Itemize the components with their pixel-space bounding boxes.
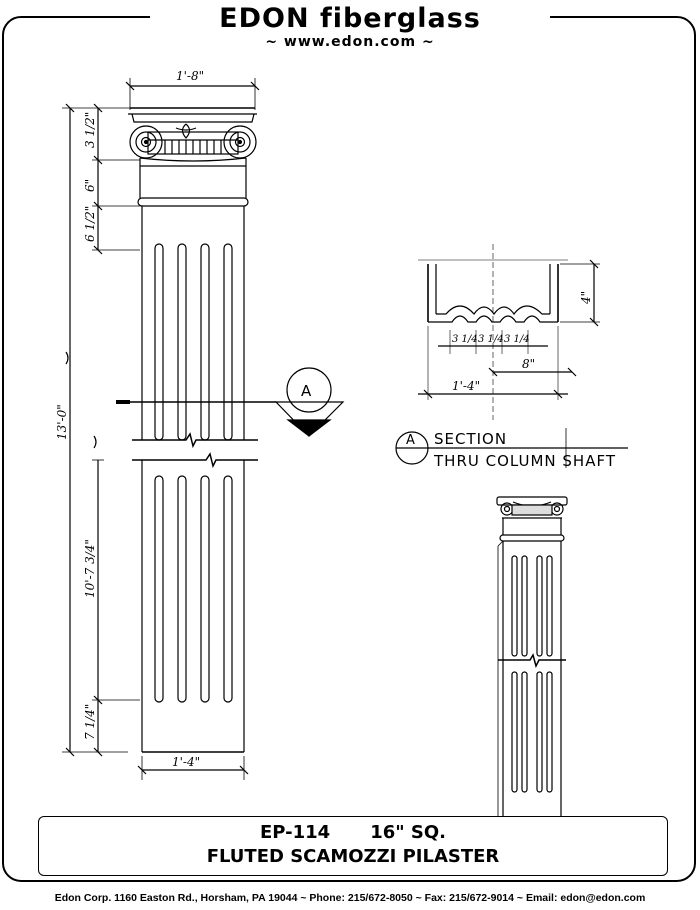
- capital-width-label: 1'-8": [176, 69, 204, 83]
- section-title-letter: A: [406, 433, 416, 448]
- shaft-lower: [141, 460, 245, 753]
- product-size: 16" SQ.: [370, 822, 446, 843]
- product-model-line: EP-114 16" SQ.: [39, 821, 667, 845]
- base-width-label: 1'-4": [172, 755, 200, 769]
- section-depth-label: 4": [579, 291, 593, 305]
- product-title-box: EP-114 16" SQ. FLUTED SCAMOZZI PILASTER: [38, 816, 668, 876]
- pilaster-thumbnail: [496, 496, 568, 818]
- base-segment-label: 7 1/4": [83, 704, 97, 740]
- product-model: EP-114: [259, 822, 331, 843]
- section-width-label: 1'-4": [452, 379, 480, 393]
- segment-3-label: 6 1/2": [83, 206, 97, 242]
- product-name: FLUTED SCAMOZZI PILASTER: [206, 846, 500, 867]
- section-title-symbol: [395, 428, 628, 468]
- shaft-height-label: 10'-7 3/4": [83, 539, 97, 598]
- section-title-line1: SECTION: [434, 430, 507, 448]
- flute-dim-1: 3 1/4: [452, 334, 478, 345]
- section-marker: [274, 367, 345, 437]
- section-title-line2: THRU COLUMN SHAFT: [433, 452, 616, 470]
- footer-contact: Edon Corp. 1160 Easton Rd., Horsham, PA …: [54, 892, 646, 904]
- brand-url: ~ www.edon.com ~: [265, 34, 435, 50]
- brand-header: EDON fiberglass ~ www.edon.com ~: [150, 4, 550, 50]
- overall-height-label: 13'-0": [55, 404, 69, 440]
- section-marker-letter: A: [301, 382, 312, 400]
- brand-title: EDON fiberglass: [219, 3, 481, 34]
- segment-2-label: 6": [83, 179, 97, 192]
- capital: [128, 107, 257, 207]
- section-detail: [418, 244, 600, 420]
- flute-dim-2: 3 1/4: [478, 334, 504, 345]
- segment-1-label: 3 1/2": [83, 112, 97, 148]
- half-width-label: 8": [522, 357, 535, 371]
- shaft-upper: [132, 206, 258, 469]
- flute-dim-3: 3 1/4: [504, 334, 530, 345]
- main-elevation: [62, 78, 276, 780]
